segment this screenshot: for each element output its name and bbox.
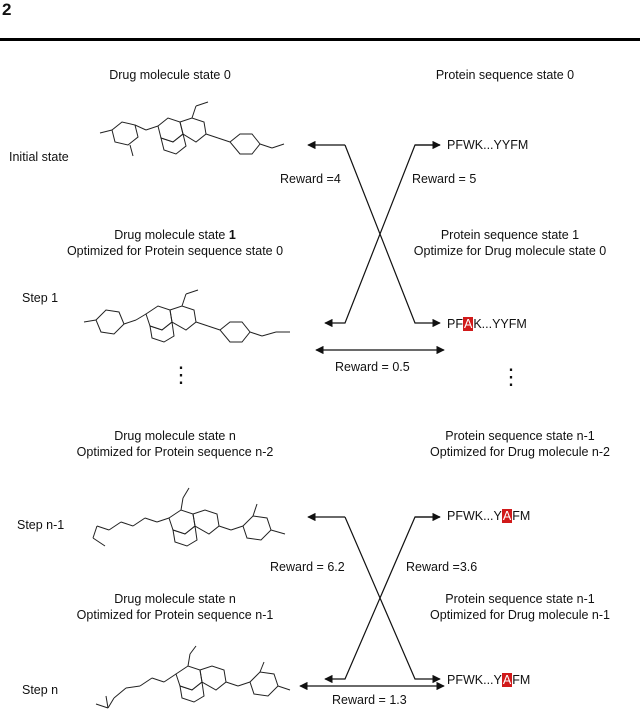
mutation-highlight: A xyxy=(501,509,513,523)
arrow-to-protein-stepn xyxy=(344,516,441,684)
drug-state-n-subtitle-b: Optimized for Protein sequence n-1 xyxy=(76,608,274,622)
reward-right-stepn1: Reward =3.6 xyxy=(406,560,478,574)
arrow-to-protein-step1 xyxy=(344,144,441,328)
drug-state-1-subtitle: Optimized for Protein sequence state 0 xyxy=(66,244,284,258)
drug-state-n-subtitle-a: Optimized for Protein sequence n-2 xyxy=(76,445,274,459)
molecule-state-0 xyxy=(99,101,285,157)
drug-state-n-title-a: Drug molecule state n xyxy=(114,429,236,443)
molecule-state-n-minus-1 xyxy=(92,487,286,547)
protein-state-n1-title-a: Protein sequence state n-1 xyxy=(445,429,595,443)
ellipsis-left: ⋮ xyxy=(170,362,192,387)
reward-mid-step1: Reward = 0.5 xyxy=(335,360,410,374)
protein-seq-state-n-minus-1: PFWK...YAFM xyxy=(447,509,531,523)
reward-left-top: Reward =4 xyxy=(280,172,341,186)
drug-state-1-title: Drug molecule state 1 xyxy=(114,228,236,242)
step-n-minus-1-label: Step n-1 xyxy=(17,518,65,532)
protein-state-n1-subtitle-b: Optimized for Drug molecule n-1 xyxy=(430,608,610,622)
protein-state-1-title: Protein sequence state 1 xyxy=(440,228,580,242)
reward-mid-stepn: Reward = 1.3 xyxy=(332,693,407,707)
molecule-state-n xyxy=(95,645,291,709)
protein-state-n1-title-b: Protein sequence state n-1 xyxy=(445,592,595,606)
molecule-state-1 xyxy=(83,289,290,343)
cross-arrows-top xyxy=(307,140,445,355)
ellipsis-right: ⋮ xyxy=(500,364,522,389)
drug-state-n-title-b: Drug molecule state n xyxy=(114,592,236,606)
protein-state-n1-subtitle-a: Optimized for Drug molecule n-2 xyxy=(430,445,610,459)
mutation-highlight: A xyxy=(501,673,513,687)
reward-left-stepn1: Reward = 6.2 xyxy=(270,560,345,574)
protein-state-1-subtitle: Optimize for Drug molecule state 0 xyxy=(413,244,607,258)
protein-seq-state-n: PFWK...YAFM xyxy=(447,673,531,687)
top-rule xyxy=(0,38,640,41)
step-1-label: Step 1 xyxy=(22,291,59,305)
protein-seq-state-0: PFWK...YYFM xyxy=(447,138,529,152)
initial-state-label: Initial state xyxy=(9,150,69,164)
protein-seq-state-1: PFAK...YYFM xyxy=(447,317,527,331)
drug-state-0-title: Drug molecule state 0 xyxy=(109,68,231,82)
reward-right-top: Reward = 5 xyxy=(412,172,477,186)
mutation-highlight: A xyxy=(462,317,474,331)
figure-number: 2 xyxy=(2,0,12,19)
arrow-to-drug-step1 xyxy=(324,144,440,328)
cross-arrows-bottom xyxy=(299,512,445,691)
arrow-to-drug-stepn xyxy=(324,516,440,684)
step-n-label: Step n xyxy=(22,683,59,697)
protein-state-0-title: Protein sequence state 0 xyxy=(435,68,575,82)
